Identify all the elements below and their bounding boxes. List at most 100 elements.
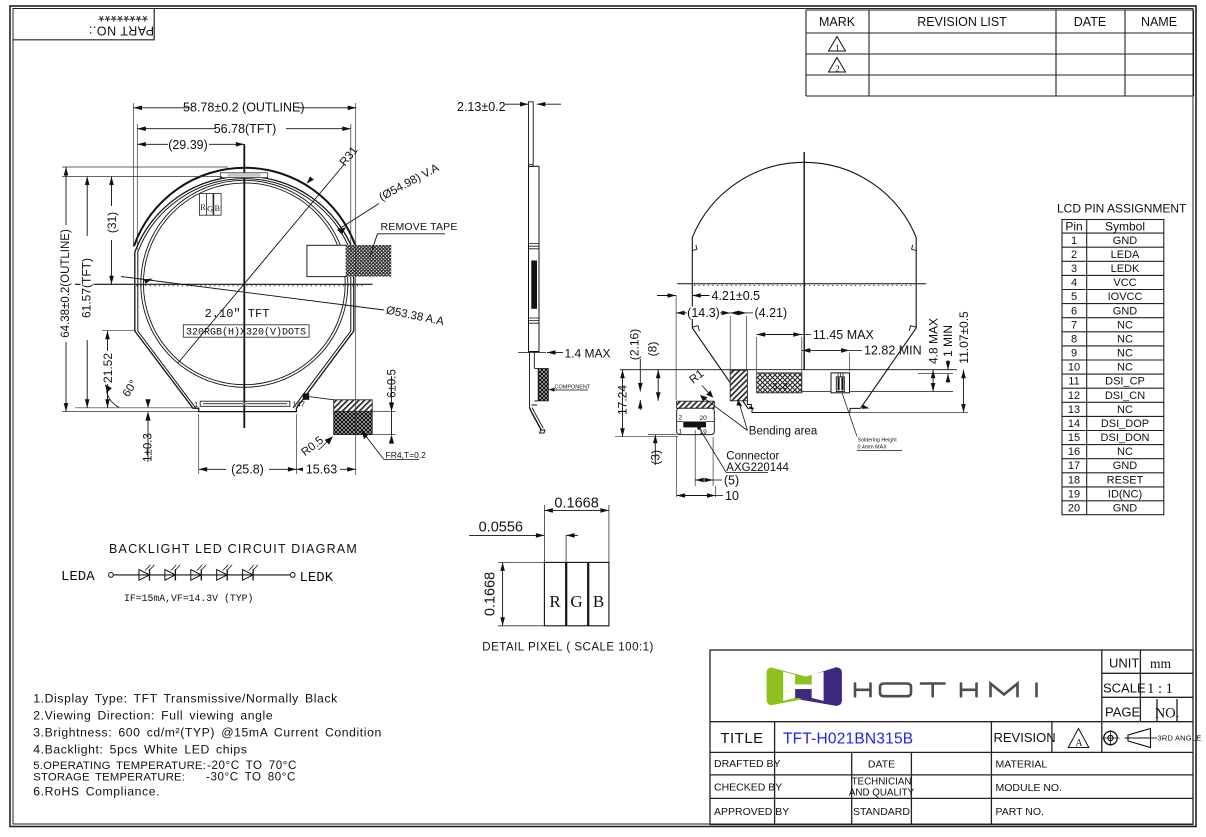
svg-text:15: 15 [1068, 432, 1080, 444]
svg-text:Bending area: Bending area [749, 426, 818, 438]
svg-text:(3): (3) [649, 450, 663, 465]
svg-text:20: 20 [700, 415, 708, 422]
svg-text:TFT-H021BN315B: TFT-H021BN315B [783, 731, 913, 748]
svg-text:20: 20 [1068, 502, 1080, 514]
svg-text:COMPONENT: COMPONENT [555, 385, 591, 391]
svg-text:(31): (31) [105, 212, 119, 233]
svg-text:2: 2 [679, 415, 683, 422]
svg-text:1 MIN: 1 MIN [941, 325, 955, 357]
svg-text:3: 3 [1071, 263, 1077, 275]
svg-text:(14.3): (14.3) [687, 306, 720, 320]
svg-text:17: 17 [1068, 460, 1080, 472]
svg-text:14: 14 [1068, 418, 1080, 430]
svg-text:********: ******** [98, 7, 148, 24]
svg-text:Pin: Pin [1065, 220, 1082, 234]
svg-text:11.07±0.5: 11.07±0.5 [957, 311, 971, 364]
svg-text:BACKLIGHT LED CIRCUIT DIAGRAM: BACKLIGHT LED CIRCUIT DIAGRAM [109, 542, 358, 556]
svg-text:21.52: 21.52 [101, 353, 115, 383]
svg-text:DSI_CP: DSI_CP [1105, 376, 1145, 388]
svg-text:STORAGE TEMPERATURE:: STORAGE TEMPERATURE: [33, 772, 185, 784]
svg-text:3.Brightness: 600 cd/m²(TYP) @: 3.Brightness: 600 cd/m²(TYP) @15mA Curre… [33, 726, 382, 740]
svg-text:15.63: 15.63 [306, 463, 337, 477]
svg-text:GND: GND [1113, 502, 1138, 514]
svg-text:4.Backlight: 5pcs White LED ch: 4.Backlight: 5pcs White LED chips [33, 743, 247, 757]
svg-text:6±0.5: 6±0.5 [386, 369, 398, 398]
svg-text:R: R [549, 592, 561, 611]
svg-text:PART NO.: PART NO. [996, 806, 1044, 818]
svg-text:NC: NC [1117, 334, 1133, 346]
svg-text:MATERIAL: MATERIAL [996, 759, 1048, 771]
svg-text:12: 12 [1068, 390, 1080, 402]
svg-text:MARK: MARK [819, 15, 856, 29]
svg-text:3.3: 3.3 [772, 382, 788, 392]
svg-text:0.0556: 0.0556 [479, 520, 523, 536]
svg-text:-30°C TO 80°C: -30°C TO 80°C [206, 771, 296, 784]
svg-text:2.13±0.2: 2.13±0.2 [457, 100, 506, 114]
svg-text:NC: NC [1117, 362, 1133, 374]
svg-text:6.RoHS Compliance.: 6.RoHS Compliance. [33, 785, 160, 799]
svg-text:2: 2 [1071, 249, 1077, 261]
svg-text:NC: NC [1117, 446, 1133, 458]
svg-text:TITLE: TITLE [720, 730, 763, 747]
svg-text:320RGB(H)X320(V)DOTS: 320RGB(H)X320(V)DOTS [186, 327, 306, 339]
svg-text:LEDK: LEDK [300, 570, 334, 586]
svg-text:DSI_CN: DSI_CN [1105, 390, 1145, 402]
svg-text:PAGE: PAGE [1105, 705, 1140, 720]
svg-text:61.57(TFT): 61.57(TFT) [80, 258, 94, 318]
svg-text:VCC: VCC [1113, 277, 1136, 289]
svg-text:TECHNICIAN: TECHNICIAN [852, 777, 912, 788]
svg-text:STANDARD: STANDARD [853, 806, 910, 818]
svg-text:2: 2 [835, 64, 840, 74]
svg-text:IOVCC: IOVCC [1108, 291, 1143, 303]
svg-text:(2.16): (2.16) [628, 329, 642, 360]
svg-text:10: 10 [725, 489, 739, 503]
svg-text:(25.8): (25.8) [231, 463, 264, 477]
svg-text:0.1668: 0.1668 [483, 572, 499, 616]
svg-text:13: 13 [1068, 404, 1080, 416]
svg-text:REVISION: REVISION [994, 730, 1056, 745]
svg-text:18: 18 [1068, 474, 1080, 486]
svg-text:APPROVED BY: APPROVED BY [714, 806, 789, 818]
svg-text:SCALE: SCALE [1103, 681, 1146, 696]
svg-text:1: 1 [835, 43, 840, 53]
svg-text:GND: GND [1113, 460, 1138, 472]
svg-text:(8): (8) [646, 342, 660, 357]
svg-text:DSI_DON: DSI_DON [1101, 432, 1150, 444]
svg-text:DATE: DATE [868, 759, 895, 771]
svg-text:B: B [593, 592, 604, 611]
svg-text:0.4mm MAX: 0.4mm MAX [858, 445, 888, 451]
svg-text:Soldering Height: Soldering Height [858, 438, 898, 444]
svg-text:REVISION LIST: REVISION LIST [917, 15, 1007, 29]
svg-text:5: 5 [1071, 291, 1077, 303]
svg-text:GND: GND [1113, 305, 1138, 317]
svg-text:REMOVE TAPE: REMOVE TAPE [381, 221, 458, 233]
svg-text:9: 9 [1071, 348, 1077, 360]
svg-text:10: 10 [1068, 362, 1080, 374]
svg-text:NC: NC [1117, 404, 1133, 416]
svg-text:3RD ANGLE: 3RD ANGLE [1158, 734, 1202, 743]
svg-text:DSI_DOP: DSI_DOP [1101, 418, 1149, 430]
svg-text:11: 11 [1068, 376, 1079, 388]
svg-text:19: 19 [700, 429, 708, 436]
svg-text:1: 1 [194, 400, 198, 409]
svg-text:Connector: Connector [726, 450, 779, 462]
svg-text:0.1668: 0.1668 [554, 496, 598, 512]
svg-text:LEDA: LEDA [61, 569, 95, 585]
svg-text:PART NO.:: PART NO.: [88, 24, 154, 38]
svg-text:64.38±0.2(OUTLINE): 64.38±0.2(OUTLINE) [60, 229, 72, 338]
svg-text:DETAIL PIXEL ( SCALE 100:1): DETAIL PIXEL ( SCALE 100:1) [482, 642, 654, 654]
svg-text:FR4,T=0.2: FR4,T=0.2 [386, 450, 427, 460]
svg-text:1 : 1: 1 : 1 [1147, 681, 1173, 697]
svg-text:1: 1 [1071, 235, 1077, 247]
svg-text:AND QUALITY: AND QUALITY [849, 788, 915, 799]
svg-text:1±0.3: 1±0.3 [143, 433, 155, 462]
svg-text:DRAFTED BY: DRAFTED BY [714, 758, 781, 770]
svg-text:8: 8 [1071, 334, 1077, 346]
svg-text:B: B [215, 204, 220, 213]
svg-text:LEDA: LEDA [1111, 249, 1140, 261]
svg-text:NC: NC [1117, 319, 1133, 331]
svg-text:NC: NC [1117, 348, 1133, 360]
svg-text:LEDK: LEDK [1111, 263, 1140, 275]
svg-text:5.OPERATING TEMPERATURE:: 5.OPERATING TEMPERATURE: [33, 760, 206, 772]
svg-text:CHECKED BY: CHECKED BY [714, 782, 782, 794]
